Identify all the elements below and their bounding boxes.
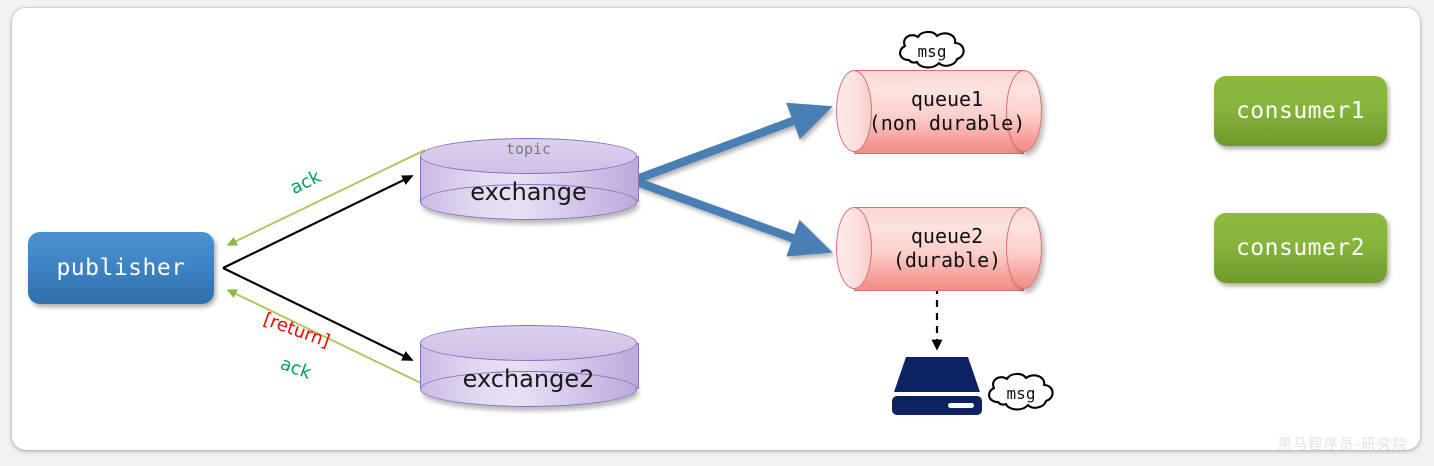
exchange2-label: exchange2 <box>462 365 595 393</box>
cloud-disk-msg-label: msg <box>1006 383 1036 403</box>
consumer1-label: consumer1 <box>1235 98 1366 124</box>
queue2-name: queue2 <box>910 223 984 248</box>
watermark: 黑马程序员-研究院 <box>1277 437 1408 453</box>
queue1-label: queue1 (non durable) <box>862 70 1032 152</box>
queue2-cylinder-left-cap <box>836 207 872 289</box>
node-consumer1[interactable]: consumer1 <box>1214 76 1387 146</box>
queue2-cylinder-right-cap <box>1006 207 1042 289</box>
node-consumer2[interactable]: consumer2 <box>1214 213 1387 283</box>
node-queue1[interactable]: queue1 (non durable) <box>836 70 1042 154</box>
exchange-cylinder-bottom <box>420 184 637 220</box>
exchange2-cylinder-bottom <box>420 371 637 407</box>
diagram-panel <box>12 8 1420 450</box>
exchange-cylinder-top <box>420 138 637 174</box>
node-publisher[interactable]: publisher <box>28 232 214 304</box>
queue1-durability: (non durable) <box>868 111 1026 135</box>
node-exchange[interactable]: topic exchange <box>420 138 639 220</box>
exchange-type-label: topic <box>505 140 552 158</box>
cloud-disk-msg: msg <box>984 372 1058 414</box>
queue1-cylinder-body <box>854 70 1024 154</box>
consumer2-label: consumer2 <box>1235 235 1366 261</box>
queue1-cylinder-right-cap <box>1006 70 1042 152</box>
node-exchange2[interactable]: exchange2 <box>420 325 639 407</box>
cloud-queue1-msg-label: msg <box>917 41 947 61</box>
publisher-label: publisher <box>56 255 186 281</box>
queue2-label: queue2 (durable) <box>862 207 1032 289</box>
queue1-cylinder-left-cap <box>836 70 872 152</box>
exchange2-cylinder-top <box>420 325 637 361</box>
exchange-label: exchange <box>470 178 587 206</box>
cloud-queue1-msg: msg <box>895 30 969 72</box>
queue2-durability: (durable) <box>892 248 1002 272</box>
queue1-name: queue1 <box>910 86 984 111</box>
node-queue2[interactable]: queue2 (durable) <box>836 207 1042 291</box>
queue2-cylinder-body <box>854 207 1024 291</box>
